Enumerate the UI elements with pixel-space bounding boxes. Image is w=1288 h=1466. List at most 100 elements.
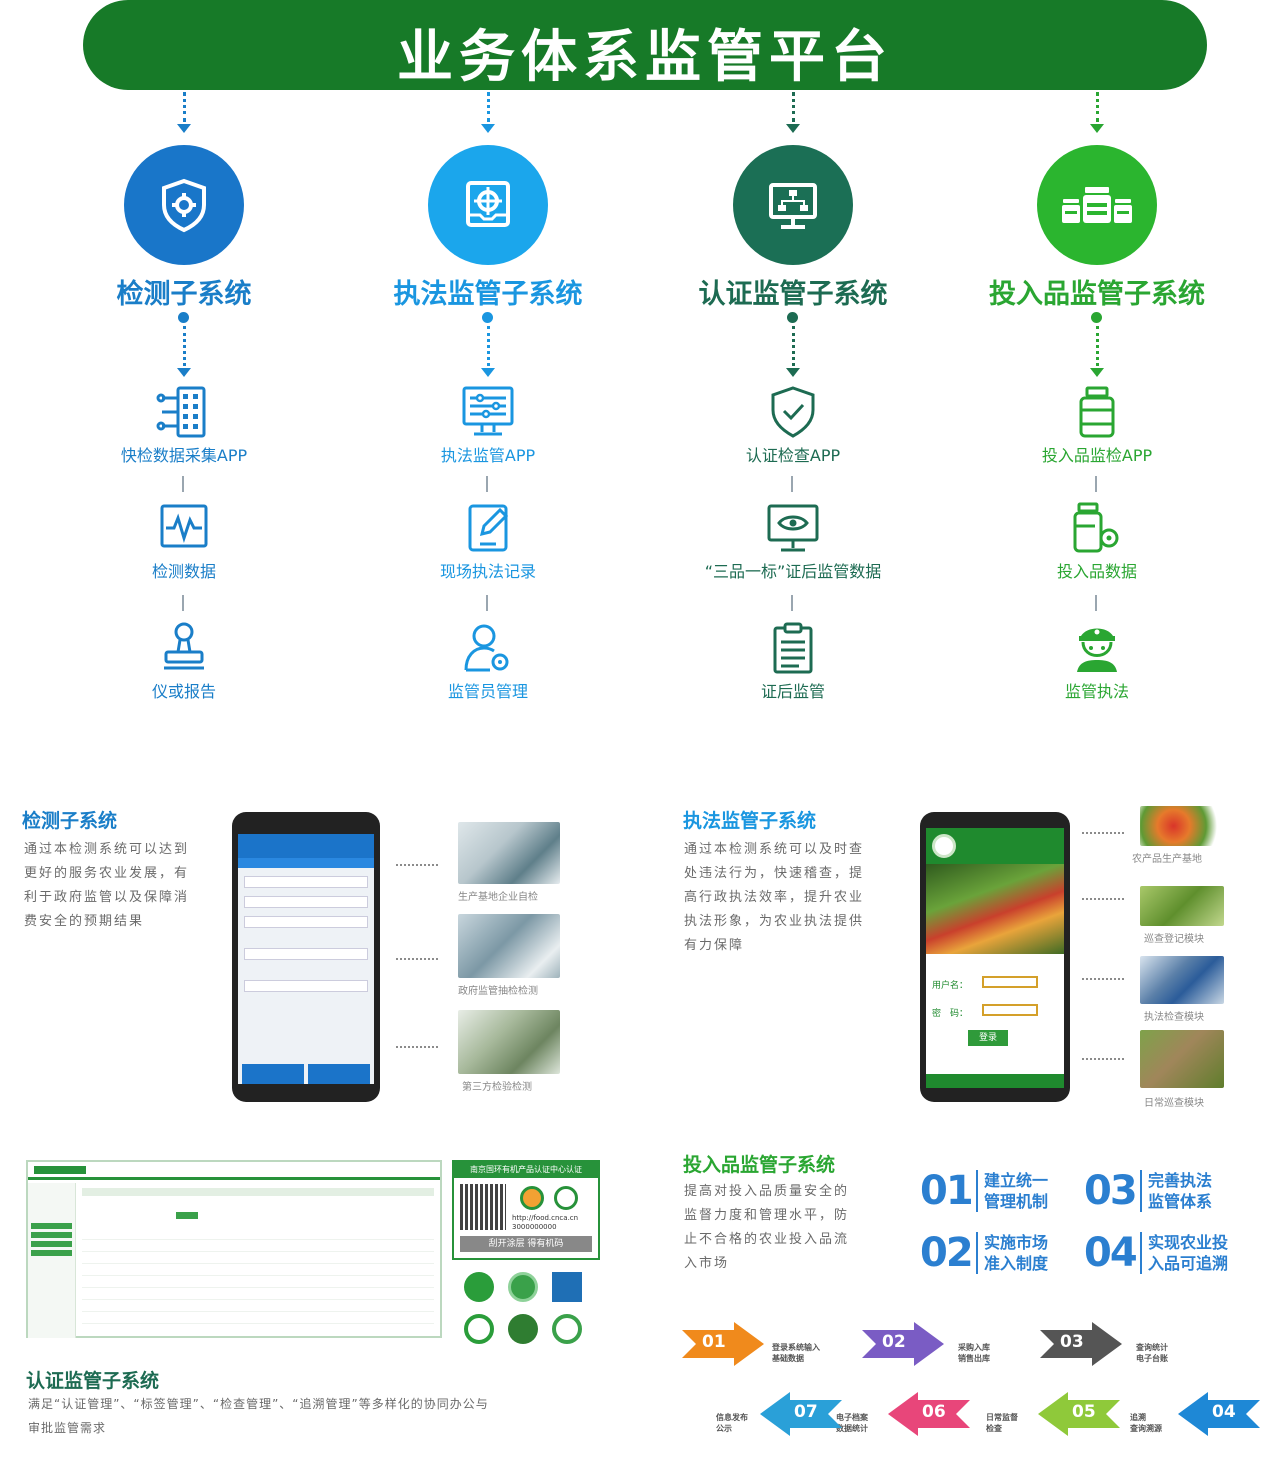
organic-label-title: 南京国环有机产品认证中心认证 bbox=[454, 1162, 598, 1178]
cert-item-app-label: 认证检查APP bbox=[745, 446, 841, 465]
cert-app-logo bbox=[34, 1166, 86, 1174]
connector-dashed-line bbox=[1082, 978, 1124, 980]
cert-screenshot bbox=[26, 1160, 442, 1338]
cert-item-app: 认证检查APP bbox=[643, 384, 943, 466]
goal-text: 实现农业投入品可追溯 bbox=[1140, 1232, 1228, 1274]
connector-dashed-line bbox=[183, 326, 186, 366]
phone-form-field bbox=[244, 980, 368, 992]
chevron-arrow-icon bbox=[862, 1322, 944, 1366]
inputs-item-enforce-label: 监管执法 bbox=[1064, 682, 1129, 701]
cert-data-table bbox=[82, 1228, 434, 1326]
enforce-item-manage-label: 监管员管理 bbox=[447, 682, 528, 701]
process-step-number: 03 bbox=[1060, 1332, 1084, 1352]
separator bbox=[182, 595, 184, 611]
phone-form-field bbox=[244, 948, 368, 960]
chevron-arrow-icon bbox=[1040, 1322, 1122, 1366]
shield-check-icon bbox=[771, 386, 815, 438]
device-grid-icon bbox=[156, 386, 206, 438]
organic-label-url: http://food.cnca.cn bbox=[512, 1214, 579, 1222]
chevron-arrow-icon bbox=[1178, 1392, 1260, 1436]
detect-item-report: 仪或报告 bbox=[34, 620, 334, 702]
chevron-arrow-icon bbox=[760, 1392, 842, 1436]
user-gear-icon bbox=[464, 624, 509, 672]
eye-monitor-icon bbox=[767, 504, 819, 552]
column-enforce: 执法监管子系统 执法监管APP 现场执法记录 监管员管理 bbox=[338, 90, 638, 710]
inputs-title: 投入品监管子系统 bbox=[989, 279, 1205, 310]
inputs-item-data: 投入品数据 bbox=[947, 500, 1247, 582]
connector-dashed-line bbox=[1082, 832, 1124, 834]
agri-logo-icon bbox=[508, 1314, 538, 1344]
process-step-06: 06 bbox=[888, 1392, 970, 1440]
enforce-item-record: 现场执法记录 bbox=[338, 500, 638, 582]
detect-caption: 政府监管抽检检测 bbox=[458, 986, 538, 997]
cert-sidebar-item[interactable] bbox=[31, 1223, 72, 1229]
green-food-logo-icon bbox=[464, 1272, 494, 1302]
login-pass-label: 密 码： bbox=[932, 1009, 969, 1019]
connector-dashed-line bbox=[1096, 92, 1099, 122]
clipboard-icon bbox=[773, 622, 813, 674]
column-cert: 认证监管子系统 认证检查APP “三品一标”证后监管数据 证后监管 bbox=[643, 90, 943, 710]
connector-dot bbox=[787, 312, 798, 323]
cert-detail-text: 满足“认证管理”、“标签管理”、“检查管理”、“追溯管理”等多样化的协同办公与 … bbox=[28, 1397, 489, 1435]
username-input[interactable] bbox=[982, 976, 1038, 988]
inputs-circle bbox=[1037, 145, 1157, 265]
goal-number: 04 bbox=[1084, 1230, 1138, 1276]
phone-form-field bbox=[244, 876, 368, 888]
phone-form-field bbox=[244, 916, 368, 928]
cert-detail-title: 认证监管子系统 bbox=[26, 1370, 160, 1392]
enforce-item-app-label: 执法监管APP bbox=[440, 446, 536, 465]
inputs-detail-title: 投入品监管子系统 bbox=[683, 1154, 836, 1176]
cert-sidebar-item[interactable] bbox=[31, 1241, 72, 1247]
separator bbox=[1095, 476, 1097, 492]
lab-photo-3 bbox=[458, 1010, 560, 1074]
process-step-caption: 登录系统输入基础数据 bbox=[772, 1343, 820, 1363]
process-step-caption: 采购入库销售出库 bbox=[958, 1343, 990, 1363]
cert-sidebar-item[interactable] bbox=[31, 1232, 72, 1238]
chevron-arrow-icon bbox=[682, 1322, 764, 1366]
arrow-down-icon bbox=[177, 368, 191, 377]
app-logo bbox=[932, 834, 956, 858]
password-input[interactable] bbox=[982, 1004, 1038, 1016]
detect-item-data: 检测数据 bbox=[34, 500, 334, 582]
target-tray-icon bbox=[466, 181, 510, 227]
enforce-item-record-label: 现场执法记录 bbox=[439, 562, 536, 581]
phone-button[interactable] bbox=[242, 1064, 304, 1084]
login-button[interactable]: 登录 bbox=[968, 1030, 1008, 1046]
network-monitor-icon bbox=[769, 183, 817, 229]
arrow-down-icon bbox=[786, 124, 800, 133]
cert-item-supervise-label: 证后监管 bbox=[760, 682, 825, 701]
process-step-07: 07 bbox=[760, 1392, 842, 1440]
process-step-04: 04 bbox=[1178, 1392, 1260, 1440]
column-detect: 检测子系统 快检数据采集APP 检测数据 仪或报告 bbox=[34, 90, 334, 710]
inputs-item-app: 投入品监检APP bbox=[947, 384, 1247, 466]
enforce-item-manage: 监管员管理 bbox=[338, 620, 638, 702]
connector-dashed-line bbox=[487, 326, 490, 366]
inputs-item-enforce: 监管执法 bbox=[947, 620, 1247, 702]
connector-dashed-line bbox=[396, 1046, 438, 1048]
separator bbox=[486, 595, 488, 611]
certification-seal-icon bbox=[554, 1186, 578, 1210]
cert-search-button[interactable] bbox=[176, 1212, 198, 1219]
connector-dot bbox=[178, 312, 189, 323]
cert-sidebar-item[interactable] bbox=[31, 1250, 72, 1256]
field-photo bbox=[1140, 886, 1224, 926]
detect-item-app-label: 快检数据采集APP bbox=[120, 446, 248, 465]
qr-code-icon bbox=[460, 1184, 506, 1230]
phone-bottom-buttons bbox=[238, 1064, 374, 1084]
process-step-number: 07 bbox=[794, 1402, 818, 1422]
enforce-item-app: 执法监管APP bbox=[338, 384, 638, 466]
quality-logo-icon bbox=[552, 1314, 582, 1344]
inputs-item-app-label: 投入品监检APP bbox=[1041, 446, 1153, 465]
inputs-detail-text: 提高对投入品质量安全的 监督力度和管理水平，防 止不合格的农业投入品流 入市场 bbox=[684, 1184, 850, 1271]
phone-button[interactable] bbox=[308, 1064, 370, 1084]
arrow-down-icon bbox=[1090, 368, 1104, 377]
arrow-down-icon bbox=[177, 124, 191, 133]
vegetables-photo bbox=[926, 864, 1064, 954]
goal-text: 建立统一管理机制 bbox=[976, 1170, 1048, 1212]
cert-app-header bbox=[28, 1162, 440, 1180]
page-title: 业务体系监管平台 bbox=[397, 25, 893, 90]
goal-number: 03 bbox=[1084, 1168, 1138, 1214]
shield-gear-icon bbox=[162, 178, 206, 233]
goal-text: 完善执法监管体系 bbox=[1140, 1170, 1212, 1212]
process-step-caption: 日常监督检查 bbox=[986, 1413, 1018, 1433]
